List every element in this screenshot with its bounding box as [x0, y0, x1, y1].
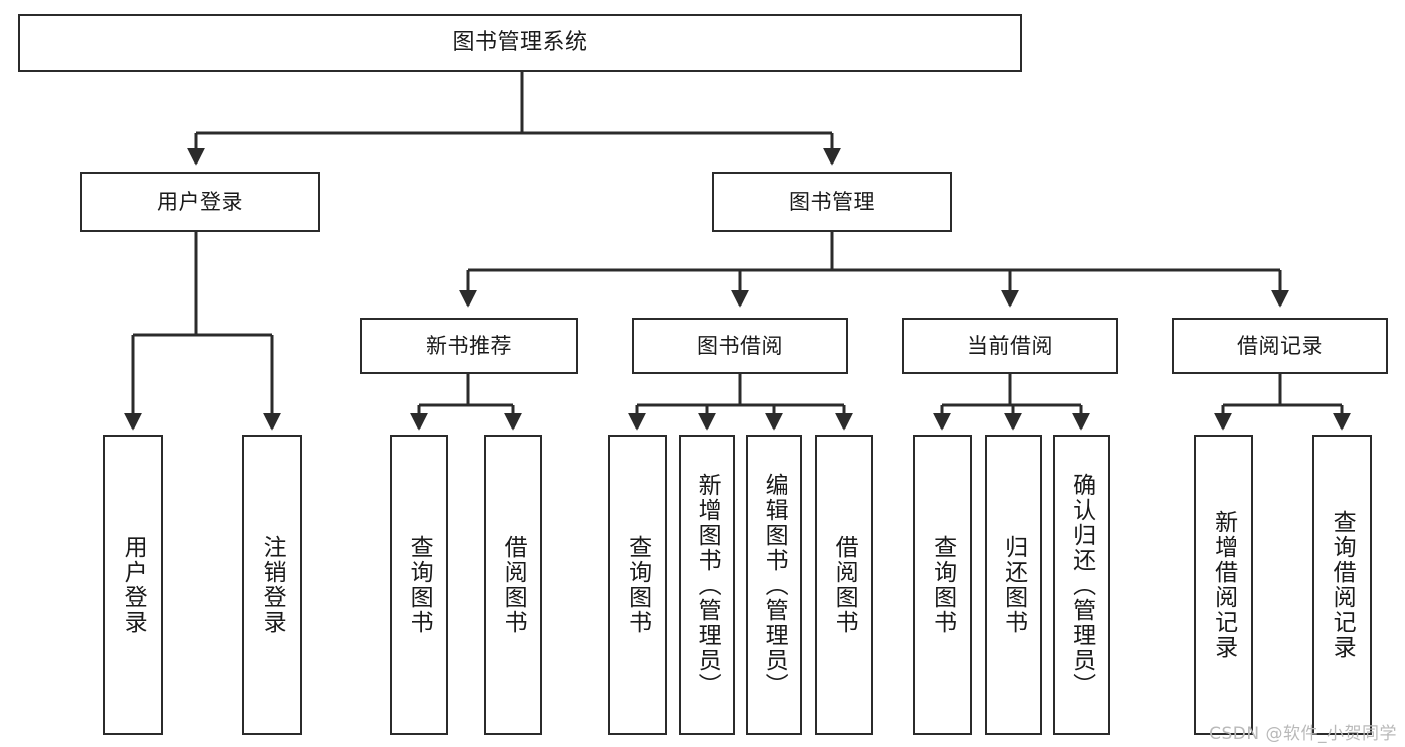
node-root-system[interactable]: 图书管理系统: [18, 14, 1022, 72]
node-label: 图书借阅: [697, 333, 783, 358]
leaf-record-add-record[interactable]: 新增借阅记录: [1194, 435, 1253, 735]
leaf-current-query-book[interactable]: 查询图书: [913, 435, 972, 735]
node-label: 查询图书: [406, 535, 433, 635]
leaf-current-return-book[interactable]: 归还图书: [985, 435, 1042, 735]
node-label: 注销登录: [259, 535, 286, 635]
node-label: 图书管理: [789, 189, 875, 214]
node-label: 借阅图书: [500, 535, 527, 635]
leaf-current-confirm-return-admin[interactable]: 确认归还（管理员）: [1053, 435, 1110, 735]
node-label: 图书管理系统: [452, 30, 588, 56]
leaf-borrow-query-book[interactable]: 查询图书: [608, 435, 667, 735]
node-label: 用户登录: [120, 535, 147, 635]
node-label: 归还图书: [1000, 535, 1027, 635]
node-label: 查询图书: [624, 535, 651, 635]
leaf-borrow-add-book-admin[interactable]: 新增图书（管理员）: [679, 435, 735, 735]
node-label: 借阅图书: [831, 535, 858, 635]
node-label: 新增图书（管理员）: [694, 472, 721, 698]
node-book-borrow[interactable]: 图书借阅: [632, 318, 848, 374]
leaf-newbook-query-book[interactable]: 查询图书: [390, 435, 448, 735]
node-new-book-recommend[interactable]: 新书推荐: [360, 318, 578, 374]
node-label: 编辑图书（管理员）: [761, 472, 788, 698]
leaf-borrow-edit-book-admin[interactable]: 编辑图书（管理员）: [746, 435, 802, 735]
leaf-newbook-borrow-book[interactable]: 借阅图书: [484, 435, 542, 735]
leaf-user-logout[interactable]: 注销登录: [242, 435, 302, 735]
node-label: 新书推荐: [426, 333, 512, 358]
node-user-login[interactable]: 用户登录: [80, 172, 320, 232]
node-label: 用户登录: [157, 189, 243, 214]
node-label: 查询借阅记录: [1329, 510, 1356, 660]
node-label: 新增借阅记录: [1210, 510, 1237, 660]
node-book-management[interactable]: 图书管理: [712, 172, 952, 232]
node-current-borrow[interactable]: 当前借阅: [902, 318, 1118, 374]
node-label: 确认归还（管理员）: [1068, 472, 1095, 698]
node-label: 当前借阅: [967, 333, 1053, 358]
leaf-borrow-lend-book[interactable]: 借阅图书: [815, 435, 873, 735]
node-borrow-record[interactable]: 借阅记录: [1172, 318, 1388, 374]
node-label: 借阅记录: [1237, 333, 1323, 358]
node-label: 查询图书: [929, 535, 956, 635]
leaf-record-query-record[interactable]: 查询借阅记录: [1312, 435, 1372, 735]
leaf-user-login[interactable]: 用户登录: [103, 435, 163, 735]
